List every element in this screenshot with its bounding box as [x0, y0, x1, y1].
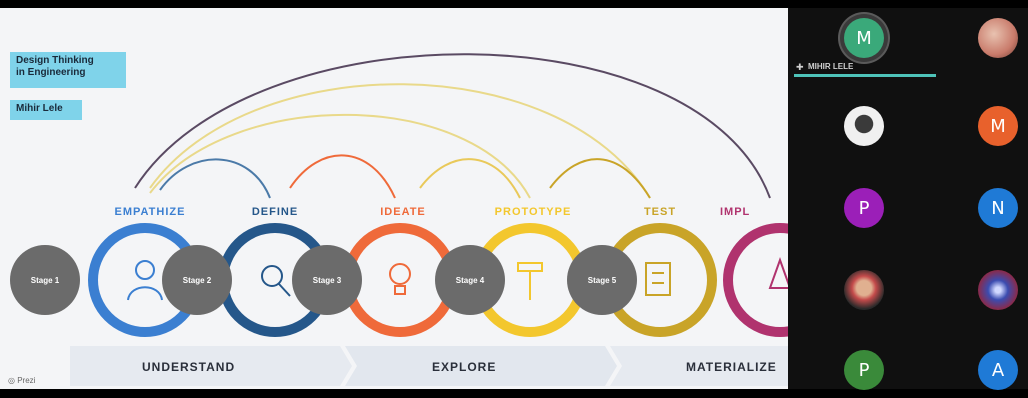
avatar-photo	[978, 18, 1018, 58]
phase-band-materialize	[610, 346, 788, 386]
phase-band-understand	[70, 346, 352, 386]
slide-author: Mihir Lele	[16, 103, 63, 114]
arc-test-to-prototype	[549, 158, 651, 199]
design-thinking-diagram	[70, 53, 788, 386]
participant-tile[interactable]	[836, 98, 892, 154]
avatar: N	[978, 188, 1018, 228]
arc-test-to-empathize	[149, 83, 651, 199]
avatar: M	[978, 106, 1018, 146]
slide-title-box: Design Thinking in Engineering	[10, 52, 126, 88]
active-speaker-name: MIHIR LELE	[808, 62, 854, 71]
magnifier-icon	[261, 265, 291, 297]
avatar-photo	[844, 270, 884, 310]
arc-ideate-to-define	[289, 154, 396, 199]
stage-2-pill: Stage 2	[162, 245, 232, 315]
slide-title-line1: Design Thinking	[16, 55, 94, 66]
avatar: P	[844, 188, 884, 228]
avatar: M	[844, 18, 884, 58]
label-ideate: IDEATE	[380, 206, 426, 218]
prezi-watermark: ◎ Prezi	[8, 376, 36, 385]
slide-title-line2: in Engineering	[16, 67, 86, 78]
avatar: P	[844, 350, 884, 390]
phase-explore: EXPLORE	[432, 360, 497, 374]
label-define: DEFINE	[251, 206, 299, 218]
user-icon	[127, 260, 163, 301]
lightbulb-icon	[389, 263, 411, 295]
phase-materialize: MATERIALIZE	[686, 360, 777, 374]
participant-tile[interactable]	[970, 262, 1026, 318]
participant-tile[interactable]: P	[836, 342, 892, 398]
stage-4-pill: Stage 4	[435, 245, 505, 315]
participant-tile-active[interactable]: M	[836, 10, 892, 66]
ring-implement	[723, 223, 788, 337]
participants-panel: M ✚ MIHIR LELE M P N P A	[788, 8, 1028, 390]
avatar-photo	[978, 270, 1018, 310]
participant-tile[interactable]: P	[836, 180, 892, 236]
label-implement: IMPL	[720, 206, 751, 218]
phase-understand: UNDERSTAND	[142, 360, 236, 374]
hammer-icon	[517, 262, 543, 300]
stage-5-pill: Stage 5	[567, 245, 637, 315]
stage-3-pill: Stage 3	[292, 245, 362, 315]
slide-author-box: Mihir Lele	[10, 100, 82, 120]
stage-1-pill: Stage 1	[10, 245, 80, 315]
prezi-label: Prezi	[17, 376, 36, 385]
phase-band-explore	[345, 346, 617, 386]
shared-slide: Design Thinking in Engineering Mihir Lel…	[0, 8, 788, 389]
microphone-icon: ✚	[796, 62, 804, 72]
label-prototype: PROTOTYPE	[494, 206, 572, 218]
avatar: A	[978, 350, 1018, 390]
participant-tile[interactable]: N	[970, 180, 1026, 236]
participant-tile[interactable]	[970, 10, 1026, 66]
rocket-icon	[768, 257, 788, 289]
arc-define-to-empathize	[159, 158, 271, 199]
arc-prototype-to-empathize	[149, 113, 531, 199]
participant-tile[interactable]: M	[970, 98, 1026, 154]
label-test: TEST	[643, 206, 677, 218]
active-speaker-indicator	[794, 74, 936, 77]
avatar-photo	[844, 106, 884, 146]
arc-implement-to-empathize	[134, 53, 771, 199]
arc-prototype-to-ideate	[419, 158, 521, 199]
checklist-icon	[645, 262, 671, 296]
participant-tile[interactable]: A	[970, 342, 1026, 398]
label-empathize: EMPATHIZE	[114, 206, 186, 218]
participant-tile[interactable]	[836, 262, 892, 318]
